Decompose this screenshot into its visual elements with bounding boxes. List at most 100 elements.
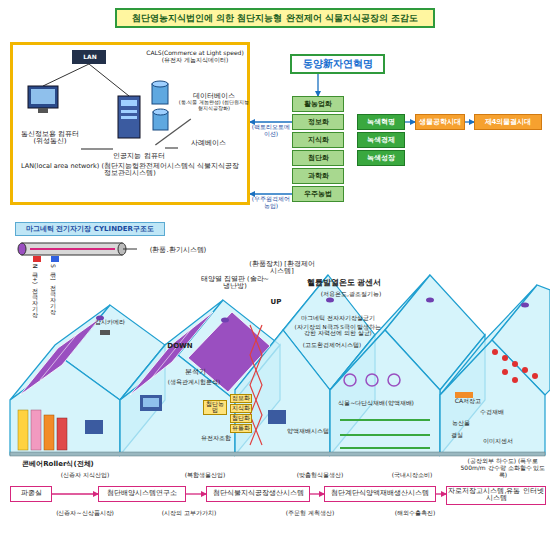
connector-arrow — [465, 121, 474, 122]
annotation-label: (생육관계시험분석) — [163, 379, 225, 385]
connector-arrow — [250, 121, 292, 122]
table-cell: 정보화 — [292, 114, 344, 130]
produce — [502, 355, 508, 361]
annotation-label: (신종자 지식산업) — [54, 472, 116, 479]
annotation-label: (국내시장소비) — [383, 472, 441, 479]
sensor-lamp — [221, 318, 229, 323]
magnet-pole — [51, 256, 59, 262]
node-text: 활농업화 — [304, 100, 332, 108]
front-wall — [330, 330, 440, 455]
server-panel — [121, 110, 137, 113]
annotation-label: 감시카메라 — [90, 319, 130, 326]
annotation-label: (시장의 고부가가치) — [152, 510, 226, 517]
table-cell: 우주농법 — [292, 186, 344, 202]
node-text: 제4의물결시대 — [485, 118, 532, 126]
front-wall — [10, 360, 120, 455]
storage-block — [18, 410, 28, 450]
solar-panel — [20, 318, 100, 395]
tag-box: 정보화 — [230, 394, 252, 403]
connector-arrow — [436, 493, 446, 494]
annotation-label: (환풍.환기시스템) — [138, 246, 218, 254]
era-box: 생물공학시대 — [415, 114, 465, 130]
greenhouse-group — [10, 275, 550, 455]
sensor-lamp — [326, 298, 334, 303]
section-band: 마그네틱 전기자기장 CYLINDER구조도 — [15, 222, 165, 236]
node-text: 유통화 — [232, 425, 250, 431]
node-text: 첨단배양시스템연구소 — [107, 490, 177, 497]
tag-box: 유통화 — [230, 424, 252, 433]
camera — [100, 330, 110, 335]
computer-node: 데이터베이스(동.식물 게놈완성) (첨단원지능형지식공장화) — [178, 85, 250, 119]
server-panel — [121, 100, 137, 106]
node-text: 동양新자연혁명 — [303, 58, 373, 70]
node-text: 자로저장고시스템,유통 인터넷시스템 — [448, 488, 544, 503]
edge-label: (팩토리오토메이션) — [249, 124, 293, 137]
process-box: 첨단계단식양액재배생산시스템 — [324, 486, 436, 502]
annotation-label: N극(+)전극자기장 — [32, 264, 38, 314]
storage-block — [44, 415, 54, 450]
connector-arrow — [250, 193, 292, 194]
process-box: 자로저장고시스템,유통 인터넷시스템 — [446, 486, 546, 505]
storage-block — [57, 418, 67, 450]
green-cell: 녹색성장 — [357, 150, 405, 166]
leader-line — [123, 249, 137, 250]
panel-line — [40, 333, 78, 380]
green-cell: 녹색혁명 — [357, 114, 405, 130]
server-panel — [121, 116, 137, 119]
computer-screen — [31, 89, 55, 104]
annotation-label: 수경재배 — [476, 409, 508, 416]
computer-node: 통신정보용 컴퓨터 (위성통신) — [19, 123, 81, 153]
annotation-label: (주문형 계획생산) — [276, 510, 344, 517]
connector-arrow — [186, 493, 206, 494]
cylinder-rod — [30, 248, 115, 250]
annotation-label: 결실 — [446, 432, 468, 439]
server-tower — [118, 96, 140, 138]
node-text: 데이터베이스 — [193, 93, 235, 100]
table-cell: 활농업화 — [292, 96, 344, 112]
annotation-label: 분석기 — [180, 369, 210, 376]
header-box: 동양新자연혁명 — [290, 54, 385, 74]
system-box: LAN(local area network) (첨단지능형완전제어시스템식 식… — [10, 42, 250, 205]
node-text: 우주농법 — [304, 190, 332, 198]
node-text: 파종실 — [21, 490, 42, 497]
annotation-label: LAN — [76, 54, 104, 61]
node-text: 녹색혁명 — [367, 118, 395, 126]
table-cell: 첨단화 — [292, 150, 344, 166]
annotation-label: (자기장의 N극과 S극이 발생하는 강한 자력선에 의한 살균) — [292, 324, 384, 337]
annotation-label: (공장외부 하수도) (폭우로 500m/m 강수량 소화할수 있도록) — [460, 458, 546, 479]
connector-arrow — [310, 493, 324, 494]
node-text: 과학화 — [308, 172, 329, 180]
green-cell: 녹색경제 — [357, 132, 405, 148]
annotation-label: S극(-)전극자기장 — [50, 264, 56, 311]
annotation-label: (환풍장치) [환경제어시스템] — [246, 261, 318, 276]
hydroponic-shelf — [340, 447, 430, 449]
computer-node: 사례베이스 — [178, 137, 238, 151]
node-text: 첨단화 — [308, 154, 329, 162]
magnet-coil — [344, 374, 356, 386]
database-top — [152, 81, 168, 87]
computer-monitor — [28, 86, 58, 108]
annotation-label: (신종자~신상품시장) — [48, 510, 122, 517]
annotation-label: 농산물 — [446, 420, 476, 427]
lan-monitor — [72, 50, 106, 64]
computer-node: 인공지능 컴퓨터 — [113, 145, 165, 169]
table-cell: 과학화 — [292, 168, 344, 184]
node-text: 지식화 — [232, 405, 250, 411]
cylinder-end — [18, 243, 26, 255]
node-text: 사례베이스 — [191, 140, 226, 147]
produce — [522, 367, 528, 373]
sensor-lamp — [426, 298, 434, 303]
produce — [512, 377, 518, 383]
conveyor — [10, 452, 545, 456]
node-text: 지식화 — [308, 136, 329, 144]
node-text: 첨단농법 — [204, 401, 226, 414]
annotation-label: 태양열 집열판 (솔라~냉난방) — [200, 276, 270, 291]
connector-arrow — [405, 121, 415, 122]
hydroponic-shelf — [340, 434, 430, 436]
magnetic-cylinder — [22, 243, 122, 255]
hydroponic-shelf — [340, 419, 430, 421]
annotation-label: (맞춤형식물생산) — [288, 472, 352, 479]
diagram-title: 첨단영농지식법인에 의한 첨단지능형 완전제어 식물지식공장의 조감도 — [115, 8, 435, 28]
computer-stand — [38, 108, 48, 113]
